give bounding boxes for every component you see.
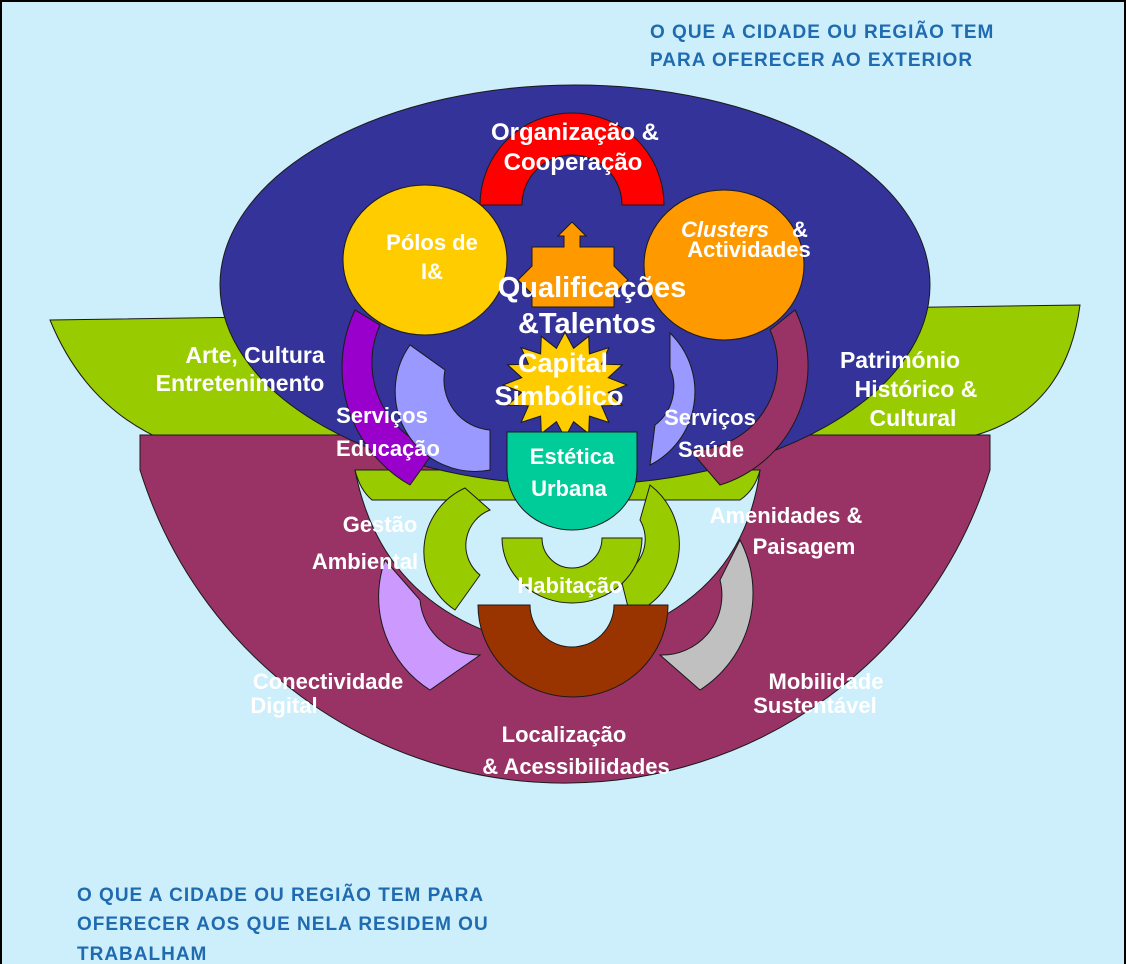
arte-arc <box>341 309 436 486</box>
label-polos-1: Pólos de <box>386 230 478 255</box>
caption-bottom-line1: O QUE A CIDADE OU REGIÃO TEM PARA <box>77 884 484 906</box>
label-capital-2: Simbólico <box>494 381 623 411</box>
clusters-circle <box>643 189 805 341</box>
label-mobilidade-2: Sustentável <box>753 693 877 718</box>
label-clusters-amp: & <box>792 217 808 242</box>
caption-bottom-line2: OFERECER AOS QUE NELA RESIDEM OU <box>77 914 489 935</box>
organizacao-arch <box>479 112 665 206</box>
label-polos-2: I& <box>421 259 443 284</box>
label-patrimonio-1: Património <box>840 347 960 373</box>
label-mobilidade-1: Mobilidade <box>769 669 884 694</box>
label-localizacao-2: & Acessibilidades <box>482 754 669 779</box>
label-patrimonio-2: Histórico & <box>855 376 978 402</box>
label-estetica-2: Urbana <box>531 476 608 501</box>
label-arte-2: Entretenimento <box>156 370 325 396</box>
patrimonio-arc <box>688 309 809 486</box>
label-educacao-1: Serviços <box>336 403 428 428</box>
label-habitacao: Habitação <box>517 573 622 598</box>
caption-top-line2: PARA OFERECER AO EXTERIOR <box>650 50 973 71</box>
label-patrimonio-3: Cultural <box>870 405 957 431</box>
habitacao-cup <box>501 537 643 604</box>
label-clusters-2: Actividades <box>687 237 811 262</box>
gestao-arc <box>423 487 491 611</box>
label-educacao-2: Educação <box>336 436 440 461</box>
localizacao-cup <box>477 604 669 698</box>
label-qualificacoes-1: Qualificações <box>498 272 687 304</box>
label-gestao-2: Ambiental <box>312 549 418 574</box>
estetica-cup <box>506 431 638 531</box>
conectividade-arc <box>378 559 482 691</box>
label-arte-1: Arte, Cultura <box>185 342 325 368</box>
label-amenidades-2: Paisagem <box>753 534 856 559</box>
mobilidade-arc <box>658 538 754 691</box>
label-saude-1: Serviços <box>664 405 756 430</box>
label-organizacao-1: Organização & <box>491 119 659 146</box>
label-saude-2: Saúde <box>678 437 744 462</box>
label-clusters-1: Clusters <box>681 217 769 242</box>
label-localizacao-1: Localização <box>502 722 627 747</box>
caption-top-line1: O QUE A CIDADE OU REGIÃO TEM <box>650 21 994 43</box>
label-qualificacoes-2: &Talentos <box>518 308 656 340</box>
label-conectividade-1: Conectividade <box>253 669 403 694</box>
educacao-arc <box>394 344 491 472</box>
label-estetica-1: Estética <box>530 444 615 469</box>
label-conectividade-2: Digital <box>250 693 317 718</box>
qualificacoes-cross <box>517 221 629 308</box>
label-capital-1: Capital <box>518 348 608 378</box>
label-amenidades-1: Amenidades & <box>710 503 863 528</box>
label-organizacao-2: Cooperação <box>504 149 643 176</box>
saude-arc <box>649 331 696 466</box>
label-gestao-1: Gestão <box>343 512 418 537</box>
caption-bottom-line3: TRABALHAM <box>77 944 207 964</box>
polos-circle <box>342 184 508 336</box>
